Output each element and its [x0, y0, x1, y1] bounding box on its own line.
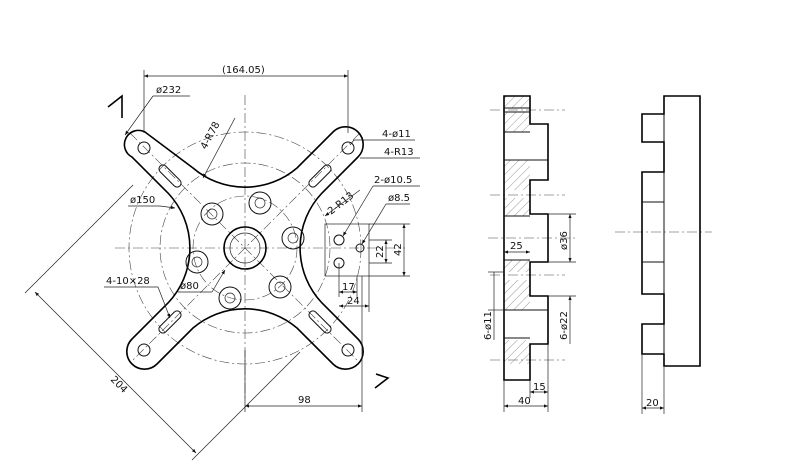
section-view: 25 ø36 6-ø11 6-ø22 15 40	[483, 95, 578, 412]
dim-diagonal: 204	[108, 374, 129, 395]
dim-25: 25	[510, 241, 523, 252]
pitch-circle-150	[159, 162, 331, 334]
dim-holes-6-22: 6-ø22	[559, 311, 570, 340]
dim-holes-6-11: 6-ø11	[483, 311, 494, 340]
dim-pin-hole: ø8.5	[388, 193, 410, 204]
dim-pcd-mid: ø150	[130, 195, 155, 206]
side-outline	[641, 95, 701, 367]
dim-40: 40	[518, 396, 531, 407]
dim-offset-98: 98	[298, 395, 311, 406]
dim-15: 15	[533, 382, 546, 393]
central-bore	[223, 226, 267, 270]
arm-slots	[158, 164, 332, 334]
dim-small-holes: 2-ø10.5	[374, 175, 412, 186]
dim-slots: 4-10×28	[106, 276, 150, 287]
small-hole-upper	[333, 234, 345, 246]
detail-box	[324, 223, 370, 277]
dim-bore: ø36	[559, 231, 570, 250]
dim-pcd-inner: ø80	[180, 281, 199, 292]
dim-arc-radius: 4-R78	[199, 120, 223, 151]
bolt-holes-pcd80	[185, 191, 305, 310]
dim-corner-holes: 4-ø11	[382, 129, 411, 140]
dim-corner-radius: 4-R13	[384, 147, 414, 158]
dim-20: 20	[646, 398, 659, 409]
pin-hole	[355, 243, 365, 253]
side-view: 20	[615, 95, 712, 414]
dim-overall-width: (164.05)	[222, 65, 265, 76]
front-view: (164.05) ø232 4-R78 4-ø11 4-R13 2-ø10.5 …	[24, 65, 420, 461]
dim-inner-radius: 2-R13	[326, 190, 356, 217]
section-mark-top	[107, 94, 123, 118]
flange-outline	[123, 126, 364, 370]
dim-pcd-outer: ø232	[156, 85, 181, 96]
section-mark-bottom	[374, 373, 390, 389]
dim-42: 42	[393, 243, 404, 256]
dim-24: 24	[347, 296, 360, 307]
central-bore-inner	[229, 232, 261, 264]
dim-22: 22	[375, 245, 386, 258]
dim-17: 17	[342, 282, 355, 293]
